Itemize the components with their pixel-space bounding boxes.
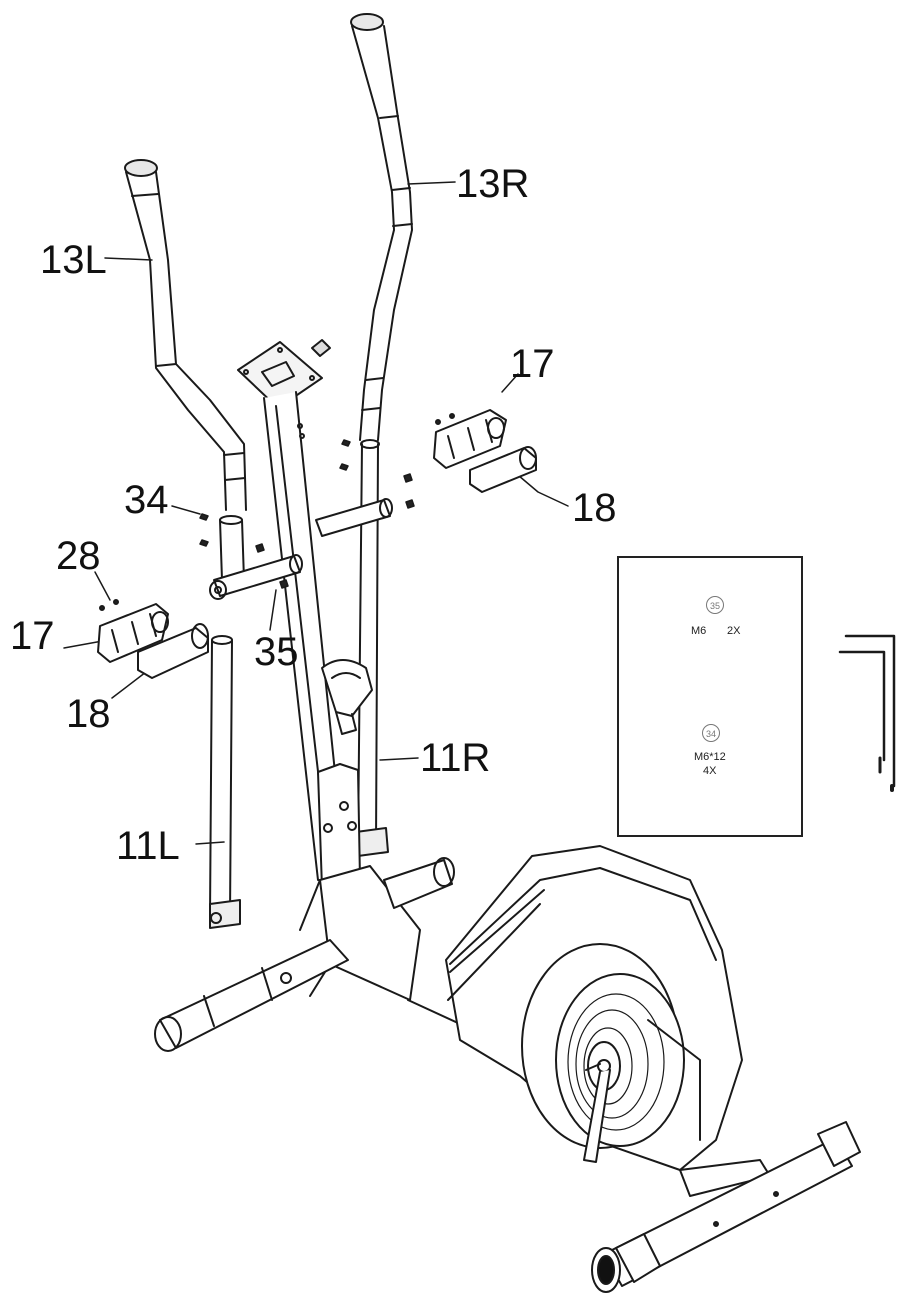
lower-arm-11R <box>315 439 393 857</box>
label-18-right: 18 <box>572 486 617 530</box>
label-35: 35 <box>254 630 299 674</box>
label-17-left: 17 <box>10 614 55 658</box>
console-mast <box>237 339 347 881</box>
flywheel-shroud <box>445 845 743 1171</box>
bottle-holder <box>321 659 373 735</box>
part-35-spec: M6 <box>691 625 707 637</box>
roller-tube <box>383 857 455 909</box>
rear-stabilizer <box>591 1121 861 1293</box>
bushing-18-left <box>137 623 209 679</box>
label-13R: 13R <box>456 162 530 206</box>
allen-key-icon <box>838 634 896 792</box>
label-28: 28 <box>56 534 101 578</box>
left-pivot-joint <box>209 515 303 600</box>
part-34-spec: M6*12 <box>694 751 726 763</box>
pivot-cover-17-left <box>97 599 169 663</box>
label-17-right: 17 <box>510 342 555 386</box>
label-18-left: 18 <box>66 692 111 736</box>
front-stabilizer <box>154 939 349 1052</box>
part-34-qty: 4X <box>703 765 717 777</box>
pivot-cover-17-right <box>433 409 507 469</box>
label-11R: 11R <box>420 736 491 780</box>
handlebar-13R <box>350 13 413 441</box>
label-13L: 13L <box>40 238 107 282</box>
bolt-group <box>199 439 415 589</box>
label-11L: 11L <box>116 824 180 868</box>
part-35-qty: 2X <box>727 625 741 637</box>
part-34-number-badge: 34 <box>702 724 720 742</box>
part-35-number-badge: 35 <box>706 596 724 614</box>
lower-arm-11L <box>209 635 241 929</box>
handlebar-13L <box>124 159 247 511</box>
label-34: 34 <box>124 478 169 522</box>
bushing-18-right <box>469 446 537 493</box>
